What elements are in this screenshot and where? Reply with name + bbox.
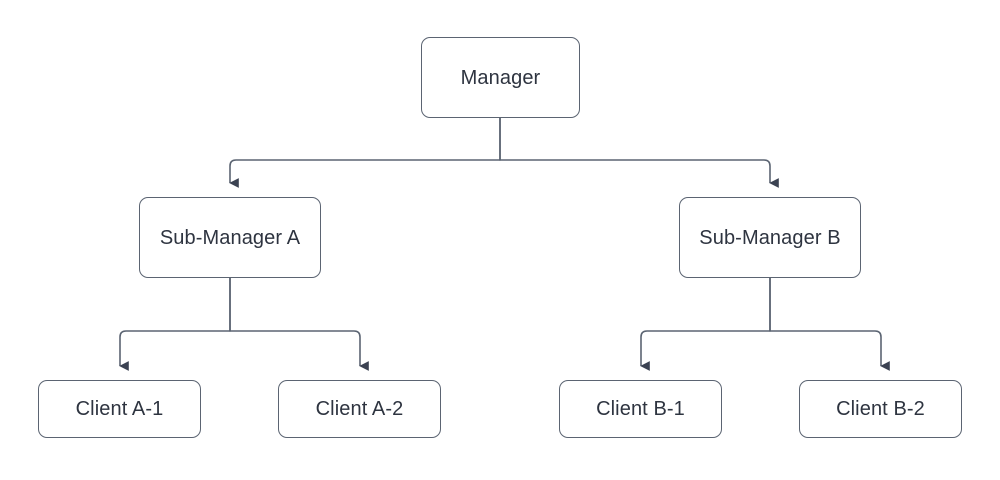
edge-sub-b-to-client-b2 xyxy=(769,278,890,371)
node-client-a-1-label: Client A-1 xyxy=(75,398,164,420)
node-client-a-1[interactable]: Client A-1 xyxy=(38,380,201,438)
node-sub-manager-a[interactable]: Sub-Manager A xyxy=(139,197,321,278)
edge-sub-a-to-client-a2 xyxy=(229,278,369,371)
node-sub-manager-b[interactable]: Sub-Manager B xyxy=(679,197,861,278)
node-client-b-1-label: Client B-1 xyxy=(596,398,685,420)
node-sub-manager-a-label: Sub-Manager A xyxy=(159,226,301,249)
edge-manager-to-sub-a xyxy=(229,118,501,188)
node-client-a-2-label: Client A-2 xyxy=(315,398,404,420)
node-manager-label: Manager xyxy=(460,66,541,89)
node-client-b-2[interactable]: Client B-2 xyxy=(799,380,962,438)
node-client-b-1[interactable]: Client B-1 xyxy=(559,380,722,438)
edge-manager-to-sub-b xyxy=(499,118,779,188)
node-client-a-2[interactable]: Client A-2 xyxy=(278,380,441,438)
node-sub-manager-b-label: Sub-Manager B xyxy=(699,226,841,249)
edge-sub-a-to-client-a1 xyxy=(119,278,231,371)
node-manager[interactable]: Manager xyxy=(421,37,580,118)
node-client-b-2-label: Client B-2 xyxy=(836,398,925,420)
edge-sub-b-to-client-b1 xyxy=(640,278,771,371)
